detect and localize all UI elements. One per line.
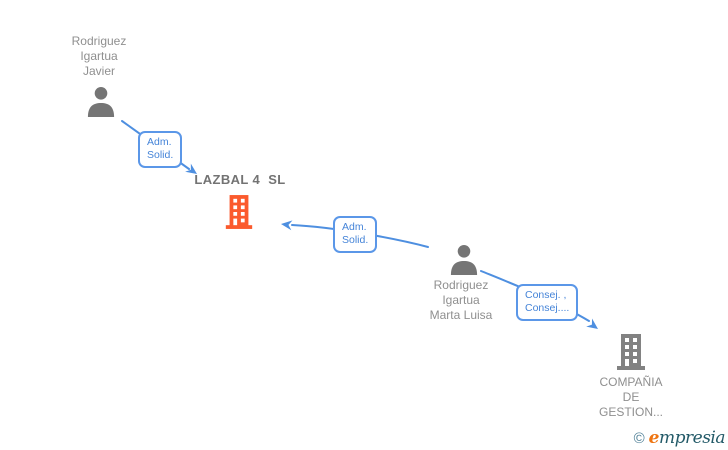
edge-label-line: Consej....: [525, 302, 570, 314]
empresia-logo[interactable]: © empresia: [633, 428, 726, 448]
arrowhead-icon: [586, 318, 598, 329]
node-label-lazbal[interactable]: LAZBAL 4 SL: [194, 172, 286, 187]
edge-label-adm-solid-2[interactable]: Adm. Solid.: [333, 216, 378, 253]
node-label-line: Igartua: [442, 293, 480, 307]
node-label-compania[interactable]: COMPAÑIA DE GESTION...: [571, 375, 691, 420]
company-icon-compania[interactable]: [614, 334, 648, 370]
company-icon-lazbal[interactable]: [223, 195, 255, 229]
edge-label-line: Consej. ,: [525, 289, 567, 301]
node-label-line: GESTION...: [598, 405, 663, 419]
node-label-line: Rodriguez: [433, 278, 489, 292]
person-icon[interactable]: [86, 86, 116, 118]
person-icon[interactable]: [449, 244, 479, 276]
edge-label-adm-solid-1[interactable]: Adm. Solid.: [138, 131, 183, 168]
node-label-line: Igartua: [80, 49, 118, 63]
node-label-line: Javier: [82, 64, 115, 78]
node-label-line: Marta Luisa: [429, 308, 493, 322]
edge-label-line: Adm.: [147, 136, 172, 148]
node-label-person-marta[interactable]: Rodriguez Igartua Marta Luisa: [401, 278, 521, 323]
brand-rest: mpresia: [659, 428, 726, 448]
copyright-icon: ©: [633, 429, 645, 447]
node-label-person-javier[interactable]: Rodriguez Igartua Javier: [39, 34, 159, 79]
edge-label-line: Adm.: [342, 221, 367, 233]
brand-initial: e: [648, 428, 660, 448]
brand-text: empresia: [648, 428, 726, 448]
node-label-line: COMPAÑIA: [599, 375, 663, 389]
edge-label-line: Solid.: [342, 234, 369, 246]
arrowhead-icon: [281, 220, 293, 231]
edge-label-line: Solid.: [147, 149, 174, 161]
node-label-line: DE: [622, 390, 640, 404]
edge-label-consej[interactable]: Consej. , Consej....: [516, 284, 579, 321]
node-label-line: Rodriguez: [71, 34, 127, 48]
